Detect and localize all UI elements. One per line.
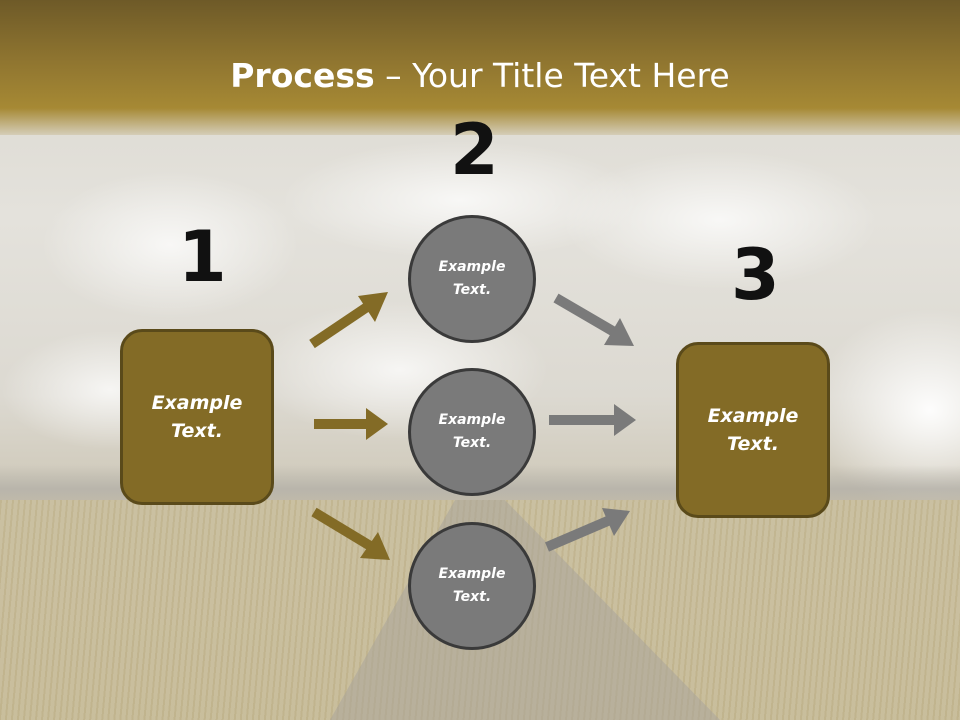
title-bold: Process	[230, 56, 375, 95]
step-number-3: 3	[731, 234, 780, 316]
arrow-left-to-top	[309, 292, 388, 349]
arrow-left-to-bottom	[311, 507, 390, 560]
right-box[interactable]: Example Text.	[676, 342, 830, 518]
arrow-left-to-middle	[314, 408, 388, 440]
right-box-line2: Text.	[727, 433, 779, 455]
arrow-middle-to-right	[549, 404, 636, 436]
circle-bottom-line2: Text.	[452, 589, 492, 605]
circle-middle-line1: Example	[438, 411, 506, 428]
left-box-line2: Text.	[171, 420, 223, 442]
circle-top[interactable]: Example Text.	[408, 215, 536, 343]
step-number-1: 1	[178, 216, 227, 298]
circle-top-line1: Example	[438, 258, 506, 275]
arrow-bottom-to-right	[545, 508, 630, 552]
arrow-top-to-right	[553, 293, 634, 346]
circle-middle-line2: Text.	[452, 435, 492, 451]
circle-bottom-line1: Example	[438, 565, 506, 582]
cloud	[560, 150, 880, 290]
left-box[interactable]: Example Text.	[120, 329, 274, 505]
slide-title: Process – Your Title Text Here	[0, 56, 960, 95]
header-band	[0, 0, 960, 135]
left-box-line1: Example	[151, 391, 243, 414]
circle-top-line2: Text.	[452, 282, 492, 298]
right-box-line1: Example	[707, 404, 799, 427]
step-number-2: 2	[450, 109, 499, 191]
circle-middle[interactable]: Example Text.	[408, 368, 536, 496]
cloud	[40, 170, 300, 320]
circle-bottom[interactable]: Example Text.	[408, 522, 536, 650]
title-rest: – Your Title Text Here	[374, 56, 730, 95]
